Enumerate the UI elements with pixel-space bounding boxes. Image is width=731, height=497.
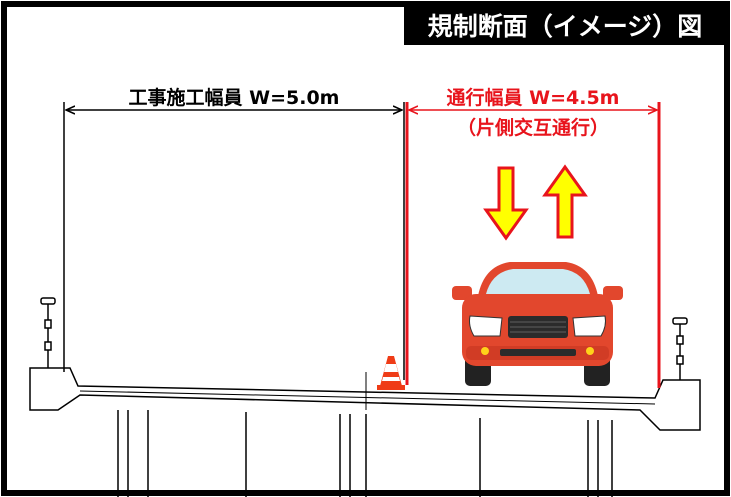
up-arrow-icon bbox=[542, 164, 588, 239]
bridge-deck bbox=[29, 367, 701, 431]
guardrail-post-right-icon bbox=[672, 317, 688, 380]
work-width-label: 工事施工幅員 W=5.0m bbox=[129, 86, 340, 109]
down-arrow-icon bbox=[483, 166, 529, 241]
traffic-width-dimension: 通行幅員 W=4.5m （片側交互通行） bbox=[405, 86, 661, 388]
car-icon bbox=[452, 262, 623, 386]
bridge-piers bbox=[117, 410, 613, 497]
work-width-dimension: 工事施工幅員 W=5.0m bbox=[63, 86, 405, 380]
title-background bbox=[404, 5, 726, 45]
guardrail-post-left-icon bbox=[40, 297, 56, 368]
traffic-cone-icon bbox=[377, 356, 405, 390]
traffic-width-label: 通行幅員 W=4.5m bbox=[447, 86, 620, 109]
traffic-width-sublabel: （片側交互通行） bbox=[457, 116, 609, 139]
diagram-title: 規制断面（イメージ）図 bbox=[428, 12, 703, 41]
